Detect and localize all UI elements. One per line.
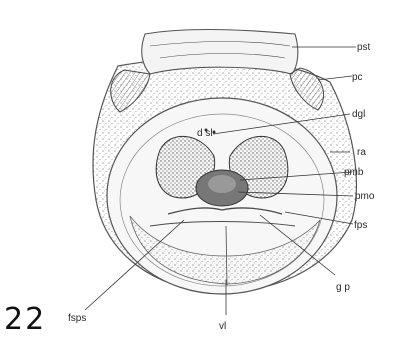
label-dsl: d sl xyxy=(197,128,213,139)
figure-number: 22 xyxy=(4,302,46,337)
label-dgl: dgl xyxy=(352,109,365,120)
label-ra: ra xyxy=(357,147,366,158)
label-pmb: pmb xyxy=(344,167,364,178)
label-fps: fps xyxy=(354,220,367,231)
label-pmo: pmo xyxy=(355,191,375,202)
label-fsps: fsps xyxy=(68,313,86,324)
label-vl: vl xyxy=(219,321,226,332)
label-gp: g p xyxy=(336,282,350,293)
label-pst: pst xyxy=(357,42,371,53)
label-pc: pc xyxy=(352,72,363,83)
posterior-band xyxy=(142,30,298,75)
